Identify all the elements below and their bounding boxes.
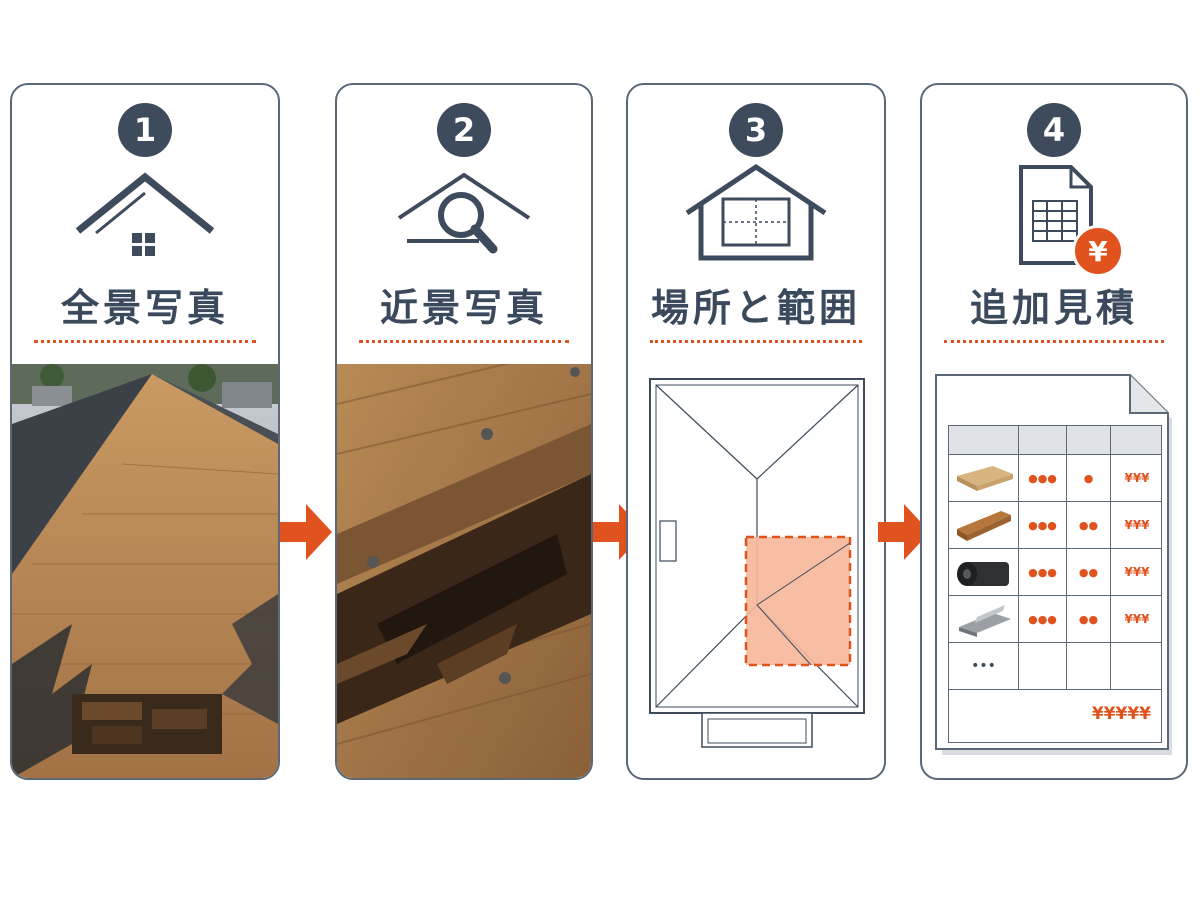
roof-plan-diagram [649,378,865,748]
step-card-3: 3 場所と範囲 [626,83,886,780]
dotted-divider [359,340,569,343]
dotted-divider [650,340,862,343]
estimate-sheet: ●●●●¥¥¥●●●●●¥¥¥●●●●●¥¥¥●●●●●¥¥¥ ••• ¥¥¥¥… [934,373,1176,759]
step-number-badge: 1 [118,103,172,157]
quantity-cell: ●●● [1019,596,1067,642]
yen-badge-icon: ¥ [1072,225,1124,277]
step-title: 全景写真 [60,286,229,330]
roof-overview-photo [12,364,278,778]
arrow-right-icon [280,504,332,560]
table-row: ●●●●● ¥¥¥ [948,549,1162,596]
price-cell: ¥¥¥ [1124,612,1150,626]
dotted-divider [34,340,256,343]
damage-area-highlight [744,535,852,667]
step-number-badge: 2 [437,103,491,157]
step-number-badge: 4 [1027,103,1081,157]
step-card-2: 2 近景写真 [335,83,593,780]
total-row: ¥¥¥¥¥ [948,690,1162,743]
unit-cell: ●● [1067,502,1111,548]
unit-cell: ● [1067,455,1111,501]
step-card-4: 4 ¥ 追加見積 ●●●●¥¥¥●●●●●¥¥¥●●●●●¥¥¥●●●●●¥¥¥… [920,83,1188,780]
table-row: ●●●● ¥¥¥ [948,455,1162,502]
more-items: ••• [949,643,1019,689]
quantity-cell: ●●● [1019,455,1067,501]
quantity-cell: ●●● [1019,549,1067,595]
arrow-right-icon [878,504,930,560]
dotted-divider [944,340,1164,343]
price-cell: ¥¥¥ [1124,565,1150,579]
total-price: ¥¥¥¥¥ [1091,704,1151,724]
estimate-table: ●●●●¥¥¥●●●●●¥¥¥●●●●●¥¥¥●●●●●¥¥¥ ••• ¥¥¥¥… [948,425,1162,743]
unit-cell: ●● [1067,596,1111,642]
lumber-icon [956,511,1011,541]
step-title: 追加見積 [969,286,1138,330]
roofing-roll-icon [956,562,1009,586]
house-floorplan-icon [685,163,827,261]
step-card-1: 1 全景写真 [10,83,280,780]
step-number-badge: 3 [729,103,783,157]
table-header [948,425,1162,455]
unit-cell: ●● [1067,549,1111,595]
house-icon [75,172,215,256]
rotten-wood-closeup-photo [337,364,591,778]
table-row: ●●●●● ¥¥¥ [948,596,1162,643]
step-title: 場所と範囲 [650,286,861,330]
table-row: ••• [948,643,1162,690]
price-cell: ¥¥¥ [1124,518,1150,532]
house-magnifier-icon [397,172,531,254]
price-cell: ¥¥¥ [1124,471,1150,485]
step-title: 近景写真 [379,286,548,330]
table-row: ●●●●● ¥¥¥ [948,502,1162,549]
quantity-cell: ●●● [1019,502,1067,548]
metal-flashing-icon [958,605,1011,637]
plywood-board-icon [956,466,1013,491]
